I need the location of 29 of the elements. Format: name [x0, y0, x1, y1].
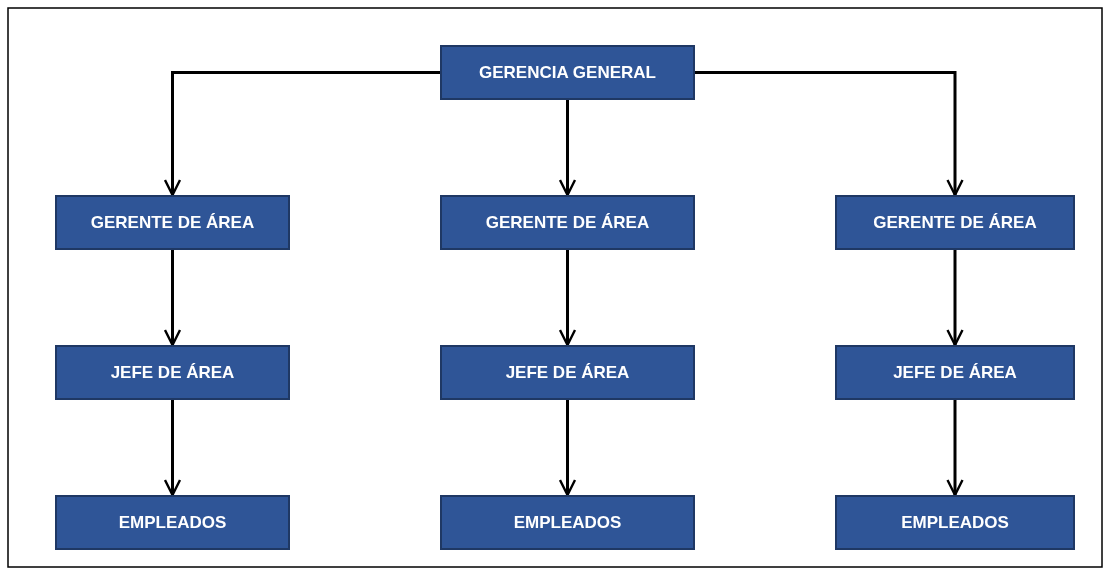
arrow: [946, 250, 964, 347]
box-label: GERENCIA GENERAL: [479, 62, 656, 83]
org-box: [55, 345, 290, 400]
arrow: [558, 100, 577, 197]
org-box: [440, 45, 695, 100]
org-box: [55, 195, 290, 250]
box-label: GERENTE DE ÁREA: [90, 212, 255, 233]
org-box: [835, 495, 1075, 550]
org-box: [55, 495, 290, 550]
box-label: EMPLEADOS: [901, 512, 1009, 533]
box-label: EMPLEADOS: [118, 512, 227, 533]
arrow: [163, 400, 182, 497]
arrow: [558, 250, 577, 347]
box-label: JEFE DE ÁREA: [505, 362, 630, 383]
org-box: [835, 345, 1075, 400]
org-box: [440, 495, 695, 550]
box-label: EMPLEADOS: [513, 512, 622, 533]
org-box: [835, 195, 1075, 250]
box-label: GERENTE DE ÁREA: [485, 212, 650, 233]
box-label: JEFE DE ÁREA: [893, 362, 1017, 383]
arrow: [163, 250, 182, 347]
arrow: [695, 71, 964, 197]
box-label: GERENTE DE ÁREA: [873, 212, 1037, 233]
arrow: [163, 71, 440, 197]
box-label: JEFE DE ÁREA: [110, 362, 235, 383]
arrow: [946, 400, 964, 497]
arrow: [558, 400, 577, 497]
org-box: [440, 195, 695, 250]
org-box: [440, 345, 695, 400]
